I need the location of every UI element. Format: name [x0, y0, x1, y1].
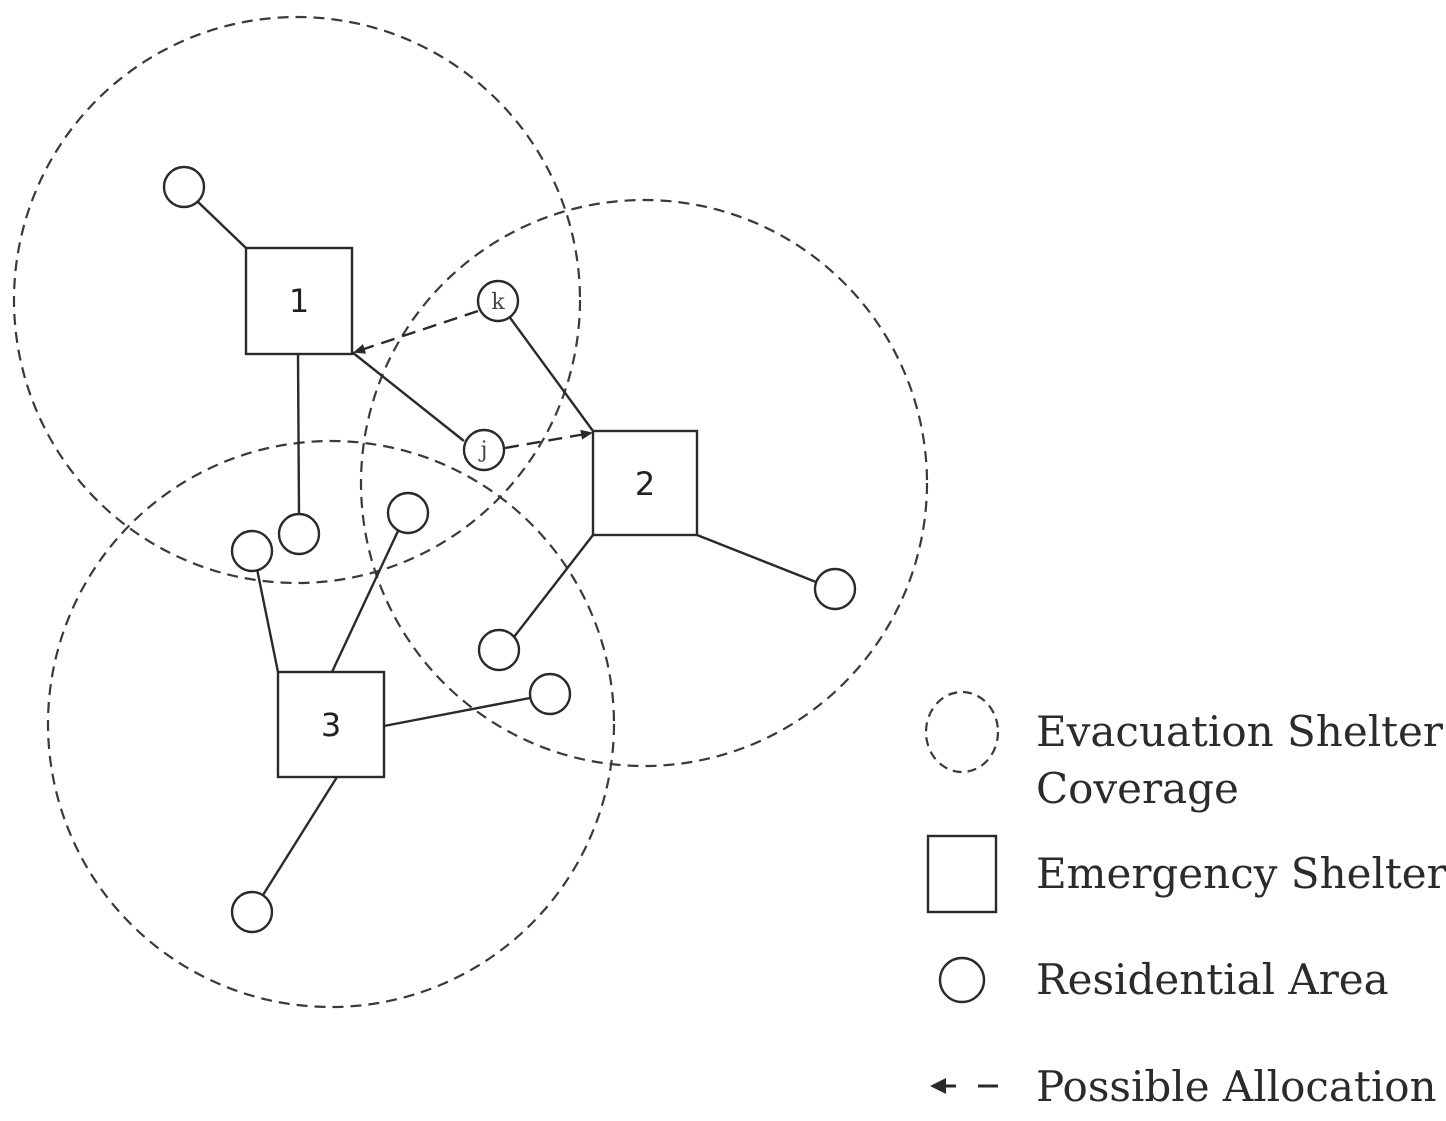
legend-shelter-symbol [926, 834, 998, 914]
legend-residential-area-label: Residential Area [1036, 955, 1389, 1004]
shelter-3 [276, 670, 386, 779]
link-shelter2-resident-k [507, 314, 594, 432]
shelter-1 [244, 246, 354, 356]
node-label-k: k [491, 290, 505, 315]
link-shelter3-resident-f [330, 530, 400, 673]
legend: Evacuation Shelter Coverage Emergency Sh… [924, 690, 1446, 1111]
link-shelter3-resident-e [255, 568, 280, 673]
link-shelter2-resident-c [696, 533, 817, 584]
assignment-links [196, 200, 817, 896]
alloc-k-to-shelter-1 [353, 309, 479, 354]
residential-area [386, 491, 430, 535]
possible-allocations [353, 309, 593, 450]
link-shelter1-resident-b [296, 353, 301, 516]
alloc-j-to-shelter-2 [504, 429, 593, 450]
legend-coverage-label-line2: Coverage [1036, 764, 1239, 813]
residential-area [230, 529, 274, 573]
residential-area [277, 512, 321, 556]
link-shelter2-resident-d [513, 534, 594, 638]
link-shelter1-resident-a [196, 200, 247, 249]
residential-area [528, 672, 572, 716]
node-label-j: j [478, 438, 488, 463]
shelter-3-label: 3 [321, 706, 341, 744]
coverage-areas [12, 15, 929, 1009]
residential-area-j [462, 428, 506, 472]
legend-allocation-arrowhead [930, 1078, 946, 1094]
shelter-2 [591, 429, 699, 537]
link-shelter1-resident-j [351, 351, 465, 442]
legend-emergency-shelter-label: Emergency Shelter [1036, 849, 1446, 898]
coverage-circle-shelter-3 [46, 439, 616, 1009]
coverage-circle-shelter-1 [12, 15, 582, 585]
residential-area [230, 890, 274, 934]
residential-area [162, 165, 206, 209]
coverage-circle-shelter-2 [359, 198, 929, 768]
residential-areas [162, 165, 857, 934]
legend-possible-allocation-label: Possible Allocation [1036, 1062, 1437, 1111]
legend-coverage-label-line1: Evacuation Shelter [1036, 707, 1444, 756]
link-shelter3-resident-g [383, 696, 531, 728]
legend-coverage-symbol [924, 690, 1000, 774]
residential-area [813, 567, 857, 611]
residential-area [477, 628, 521, 672]
shelter-1-label: 1 [289, 282, 309, 320]
legend-residential-symbol [938, 956, 986, 1004]
link-shelter3-resident-h [261, 776, 339, 896]
emergency-shelters: 1 2 3 [244, 246, 699, 779]
shelter-2-label: 2 [635, 465, 655, 503]
residential-area-k [476, 279, 520, 323]
